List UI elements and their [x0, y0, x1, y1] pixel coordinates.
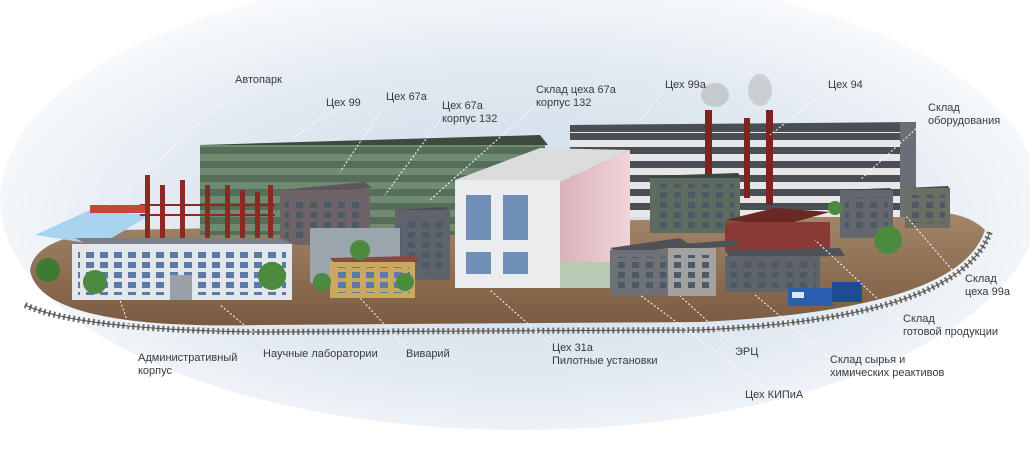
building-erc[interactable] [668, 240, 740, 296]
trees [36, 201, 902, 294]
building-green-small [560, 262, 615, 288]
label-sklad-99a[interactable]: Склад цеха 99а [965, 273, 1010, 298]
building-tseh67a-k132[interactable] [395, 207, 450, 280]
label-kipia[interactable]: Цех КИПиА [745, 389, 804, 401]
label-erc[interactable]: ЭРЦ [735, 346, 759, 358]
label-sklad-syrya[interactable]: Склад сырья и химических реактивов [830, 354, 945, 379]
building-tseh94[interactable] [725, 208, 830, 252]
building-admin[interactable] [72, 238, 295, 300]
leader-lines [109, 89, 966, 391]
train-icon [788, 282, 862, 306]
chimneys-99a [701, 74, 773, 205]
label-vivariy[interactable]: Виварий [406, 348, 450, 360]
label-admin[interactable]: Административный корпус [138, 352, 238, 377]
building-sklad-syrya[interactable] [725, 248, 845, 292]
label-avtopark[interactable]: Автопарк [235, 74, 282, 86]
label-sklad-oborud[interactable]: Склад оборудования [928, 102, 1001, 127]
building-sklad-99a[interactable] [905, 186, 950, 228]
label-tseh31a[interactable]: Цех 31а Пилотные установки [552, 342, 658, 367]
water-tank [35, 210, 150, 245]
label-nauch-lab[interactable]: Научные лаборатории [263, 348, 378, 360]
red-frame-structure [90, 175, 275, 247]
label-sklad-gotov[interactable]: Склад готовой продукции [903, 313, 998, 338]
building-tseh99a-green[interactable] [650, 173, 742, 233]
label-tseh94[interactable]: Цех 94 [828, 79, 863, 91]
label-tseh67a[interactable]: Цех 67а [386, 91, 427, 103]
label-sklad-67a[interactable]: Склад цеха 67а корпус 132 [536, 84, 616, 109]
railway-rail [24, 231, 991, 333]
building-kipia[interactable] [610, 238, 690, 295]
label-tseh67a-k132[interactable]: Цех 67а корпус 132 [442, 100, 498, 125]
label-tseh99a[interactable]: Цех 99а [665, 79, 706, 91]
label-tseh99[interactable]: Цех 99 [326, 97, 361, 109]
